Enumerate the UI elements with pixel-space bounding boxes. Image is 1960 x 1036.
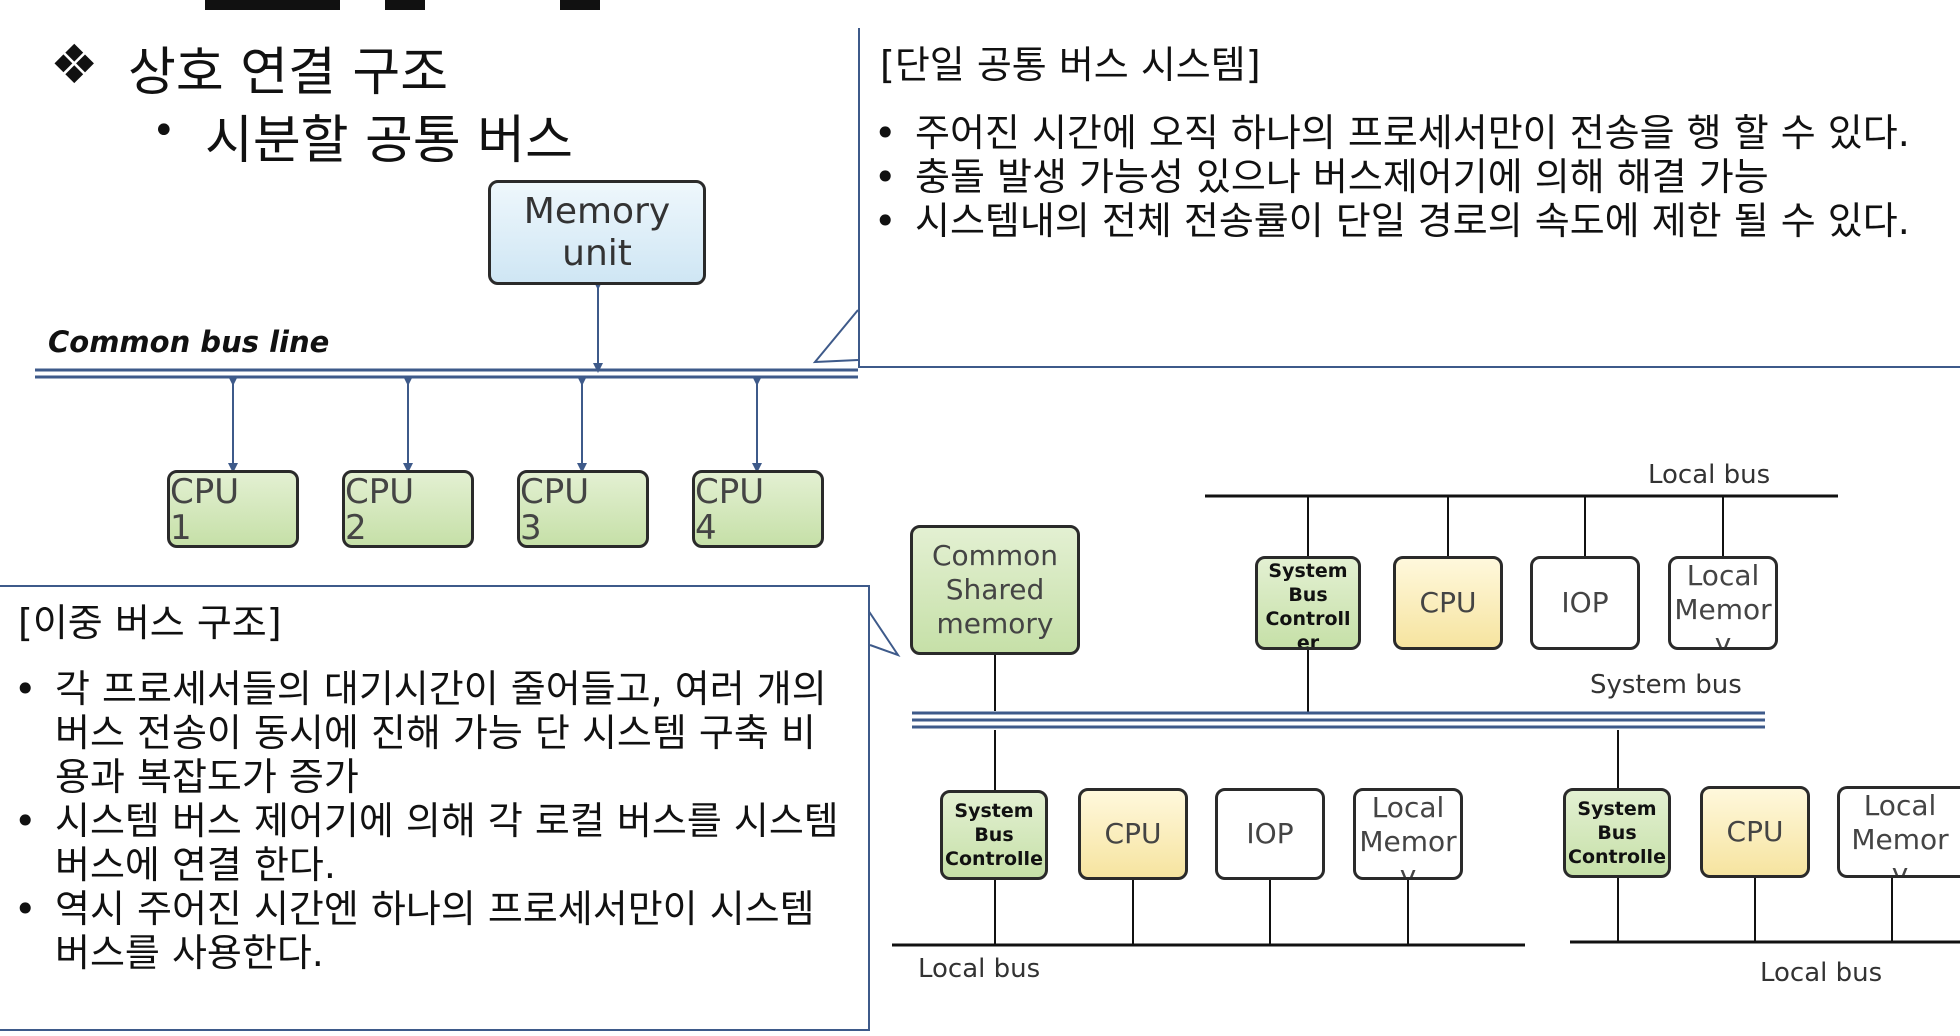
local-memory-box: Local Memor y — [1837, 786, 1960, 878]
single-callout-pointer — [812, 309, 859, 364]
diamond-bullet-icon: ❖ — [50, 33, 99, 96]
cpu-box: CPU — [1393, 556, 1503, 650]
iop-label: IOP — [1246, 817, 1294, 850]
sbc-label: System — [1268, 560, 1348, 582]
system-bus-controller-box: System Bus Controlle — [940, 790, 1048, 880]
iop-box: IOP — [1530, 556, 1640, 650]
system-bus-controller-box: System Bus Controll er — [1255, 556, 1361, 650]
local-memory-label: y — [1714, 627, 1732, 650]
iop-label: IOP — [1561, 586, 1609, 619]
sub-bullet-icon: • — [152, 108, 176, 154]
topic-heading: 상호 연결 구조 — [128, 43, 449, 103]
cpu-box: CPU — [1700, 786, 1810, 878]
local-memory-box: Local Memor y — [1353, 788, 1463, 880]
memory-unit-box: Memory unit — [488, 180, 706, 285]
local-memory-label: Local — [1686, 559, 1760, 592]
memory-unit-label: unit — [562, 232, 632, 274]
sbc-label: Bus — [974, 824, 1014, 846]
local-bus-top-label: Local bus — [1648, 460, 1771, 490]
cpu-number: 2 — [345, 508, 367, 548]
list-item: 각 프로세서들의 대기시간이 줄어들고, 여러 개의 버스 전송이 동시에 진해… — [0, 667, 848, 799]
local-memory-label: Local — [1863, 789, 1937, 822]
local-bus-right-label: Local bus — [1760, 958, 1883, 988]
cpu-label: CPU — [345, 472, 415, 512]
cpu-box: CPU — [1078, 788, 1188, 880]
title-remnant — [205, 0, 340, 10]
iop-box: IOP — [1215, 788, 1325, 880]
local-memory-label: y — [1891, 857, 1909, 878]
shared-memory-label: Shared — [945, 573, 1045, 606]
shared-memory-label: Common — [931, 539, 1059, 572]
local-memory-label: Memor — [1674, 593, 1772, 626]
cpu-number: 1 — [170, 508, 192, 548]
dual-bus-callout-title: [이중 버스 구조] — [18, 601, 282, 645]
cpu-label: CPU — [1419, 586, 1477, 619]
title-remnant — [560, 0, 600, 10]
cpu-box: CPU 2 — [342, 470, 474, 548]
cpu-label: CPU — [1104, 817, 1162, 850]
local-memory-label: Memor — [1851, 823, 1949, 856]
sbc-label: Bus — [1288, 584, 1328, 606]
cpu-box: CPU 3 — [517, 470, 649, 548]
cpu-label: CPU — [520, 472, 590, 512]
local-memory-box: Local Memor y — [1668, 556, 1778, 650]
system-bus-label: System bus — [1590, 670, 1742, 700]
list-item: 역시 주어진 시간엔 하나의 프로세서만이 시스템 버스를 사용한다. — [0, 887, 848, 975]
local-memory-label: Memor — [1359, 825, 1457, 858]
single-bus-callout: [단일 공통 버스 시스템] 주어진 시간에 오직 하나의 프로세서만이 전송을… — [858, 28, 1960, 368]
cpu-label: CPU — [1726, 815, 1784, 848]
dual-bus-list: 각 프로세서들의 대기시간이 줄어들고, 여러 개의 버스 전송이 동시에 진해… — [0, 667, 868, 975]
sbc-label: er — [1296, 632, 1320, 650]
cpu-box: CPU 1 — [167, 470, 299, 548]
subtopic-heading: 시분할 공통 버스 — [205, 111, 573, 171]
memory-unit-label: Memory — [523, 190, 671, 232]
local-memory-label: y — [1399, 859, 1417, 880]
cpu-box: CPU 4 — [692, 470, 824, 548]
sbc-label: Controlle — [945, 848, 1043, 870]
sbc-label: System — [1577, 798, 1657, 820]
dual-bus-callout: [이중 버스 구조] 각 프로세서들의 대기시간이 줄어들고, 여러 개의 버스… — [0, 585, 870, 1031]
local-bus-left-label: Local bus — [918, 954, 1041, 984]
sbc-label: Controll — [1265, 608, 1351, 630]
list-item: 주어진 시간에 오직 하나의 프로세서만이 전송을 행 할 수 있다. — [860, 111, 1940, 155]
single-bus-list: 주어진 시간에 오직 하나의 프로세서만이 전송을 행 할 수 있다. 충돌 발… — [860, 111, 1960, 243]
common-bus-label: Common bus line — [48, 325, 330, 359]
list-item: 시스템 버스 제어기에 의해 각 로컬 버스를 시스템 버스에 연결 한다. — [0, 799, 848, 887]
dual-callout-pointer — [867, 609, 901, 657]
cpu-number: 3 — [520, 508, 542, 548]
list-item: 충돌 발생 가능성 있으나 버스제어기에 의해 해결 가능 — [860, 155, 1940, 199]
cpu-label: CPU — [695, 472, 765, 512]
title-remnant — [385, 0, 425, 10]
cpu-label: CPU — [170, 472, 240, 512]
cpu-number: 4 — [695, 508, 717, 548]
sbc-label: System — [954, 800, 1034, 822]
shared-memory-box: Common Shared memory — [910, 525, 1080, 655]
shared-memory-label: memory — [936, 607, 1054, 640]
single-bus-callout-title: [단일 공통 버스 시스템] — [880, 43, 1261, 87]
local-memory-label: Local — [1371, 791, 1445, 824]
sbc-label: Bus — [1597, 822, 1637, 844]
system-bus-controller-box: System Bus Controlle — [1563, 788, 1671, 878]
list-item: 시스템내의 전체 전송률이 단일 경로의 속도에 제한 될 수 있다. — [860, 199, 1940, 243]
sbc-label: Controlle — [1568, 846, 1666, 868]
